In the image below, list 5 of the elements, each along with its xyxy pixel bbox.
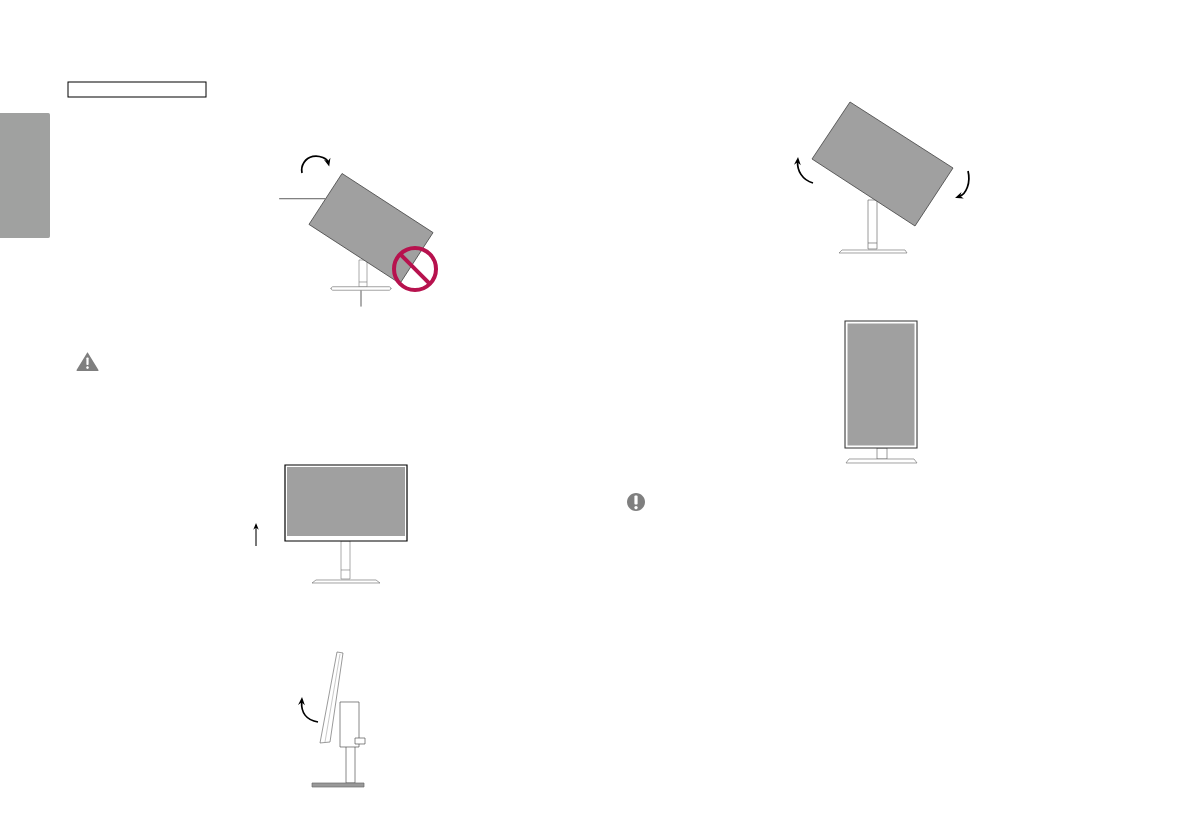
leader-line bbox=[278, 198, 326, 200]
stand-base bbox=[330, 286, 392, 291]
monitor-screen bbox=[308, 173, 434, 284]
leader-line bbox=[360, 290, 362, 307]
heading-box bbox=[67, 81, 207, 98]
